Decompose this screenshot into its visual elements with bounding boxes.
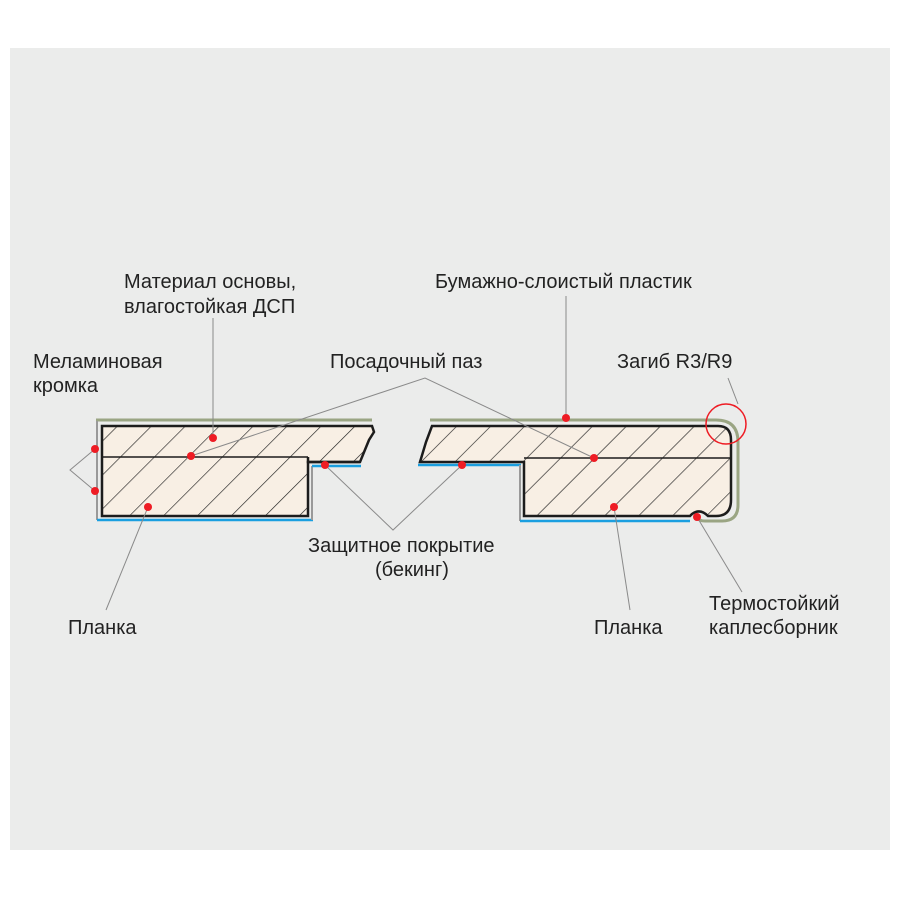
markers <box>91 414 701 521</box>
label-backing: Защитное покрытие <box>308 535 495 557</box>
label-hpl: Бумажно-слоистый пластик <box>435 271 692 293</box>
label-melamine-edge-2: кромка <box>33 375 99 397</box>
marker-dot <box>187 452 195 460</box>
label-base-material-2: влагостойкая ДСП <box>124 296 295 318</box>
marker-dot <box>458 461 466 469</box>
marker-dot <box>590 454 598 462</box>
marker-dot <box>562 414 570 422</box>
label-melamine-edge: Меламиновая <box>33 351 163 373</box>
left-panel-section <box>96 418 376 522</box>
label-groove: Посадочный паз <box>330 351 482 373</box>
right-panel-section <box>418 418 740 523</box>
marker-dot <box>91 487 99 495</box>
marker-dot <box>610 503 618 511</box>
label-drip-edge-2: каплесборник <box>709 617 838 639</box>
leader-lines <box>69 296 743 611</box>
marker-dot <box>209 434 217 442</box>
label-base-material: Материал основы, <box>124 271 296 293</box>
laminate-layer-right <box>430 418 740 523</box>
label-bend: Загиб R3/R9 <box>617 351 732 373</box>
label-plank-left: Планка <box>68 617 137 639</box>
marker-dot <box>693 513 701 521</box>
label-plank-right: Планка <box>594 617 663 639</box>
marker-dot <box>321 461 329 469</box>
chipboard-body-right <box>418 424 733 518</box>
label-backing-2: (бекинг) <box>375 559 449 581</box>
label-drip-edge: Термостойкий <box>709 593 840 615</box>
marker-dot <box>91 445 99 453</box>
bend-highlight-circle <box>705 403 747 445</box>
marker-dot <box>144 503 152 511</box>
